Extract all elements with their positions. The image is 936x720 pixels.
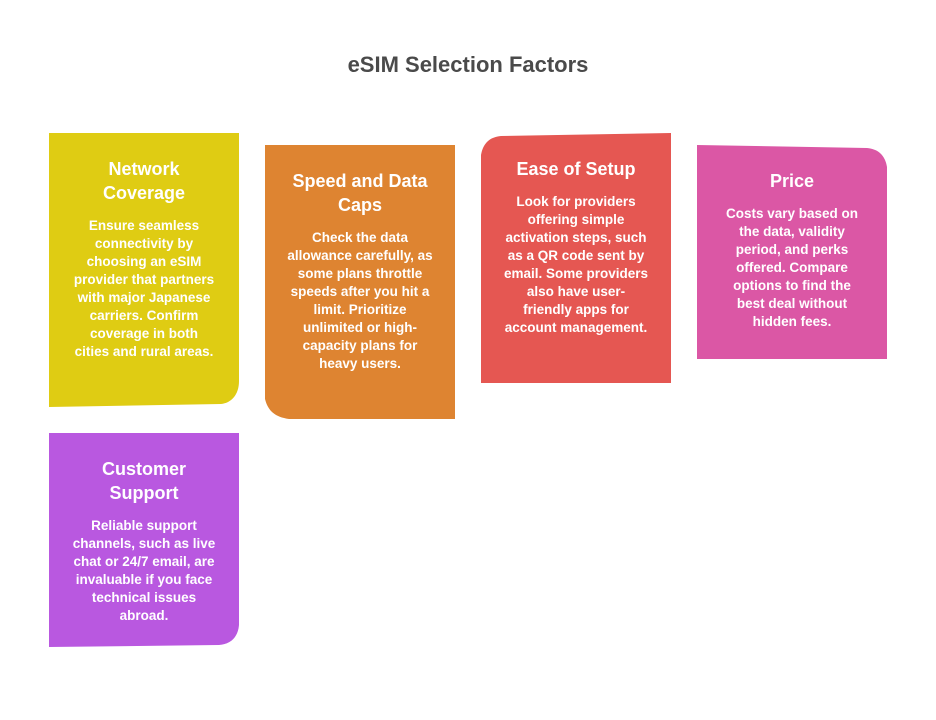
card-ease-of-setup-fill — [481, 133, 671, 383]
card-customer-support-text: Reliable support channels, such as live … — [72, 518, 216, 623]
card-ease-of-setup-text: Look for providers offering simple activ… — [503, 194, 649, 335]
card-network-coverage-fill — [49, 133, 239, 407]
card-speed-data-caps-shape — [265, 145, 455, 419]
card-speed-data-caps-title: Speed and Data Caps — [292, 171, 428, 215]
card-customer-support-fill — [49, 433, 239, 647]
card-price-title: Price — [769, 171, 815, 191]
card-ease-of-setup-shape — [481, 133, 671, 383]
card-customer-support: Customer Support Reliable support channe… — [49, 433, 239, 647]
card-price-shape — [697, 145, 887, 359]
card-network-coverage: Network Coverage Ensure seamless connect… — [49, 133, 239, 407]
card-network-coverage-shape — [49, 133, 239, 407]
card-network-coverage-text: Ensure seamless connectivity by choosing… — [73, 218, 215, 359]
card-price-fill — [697, 145, 887, 359]
card-price-text: Costs vary based on the data, validity p… — [725, 206, 859, 329]
card-speed-data-caps-fill — [265, 145, 455, 419]
card-network-coverage-title: Network Coverage — [102, 159, 186, 203]
card-customer-support-title: Customer Support — [101, 459, 186, 503]
card-ease-of-setup-title: Ease of Setup — [516, 159, 636, 179]
card-price: Price Costs vary based on the data, vali… — [697, 145, 887, 359]
card-speed-data-caps-text: Check the data allowance carefully, as s… — [287, 230, 433, 371]
diagram-title: eSIM Selection Factors — [347, 52, 589, 77]
card-customer-support-shape — [49, 433, 239, 647]
card-speed-data-caps: Speed and Data Caps Check the data allow… — [265, 145, 455, 419]
card-ease-of-setup: Ease of Setup Look for providers offerin… — [481, 133, 671, 383]
